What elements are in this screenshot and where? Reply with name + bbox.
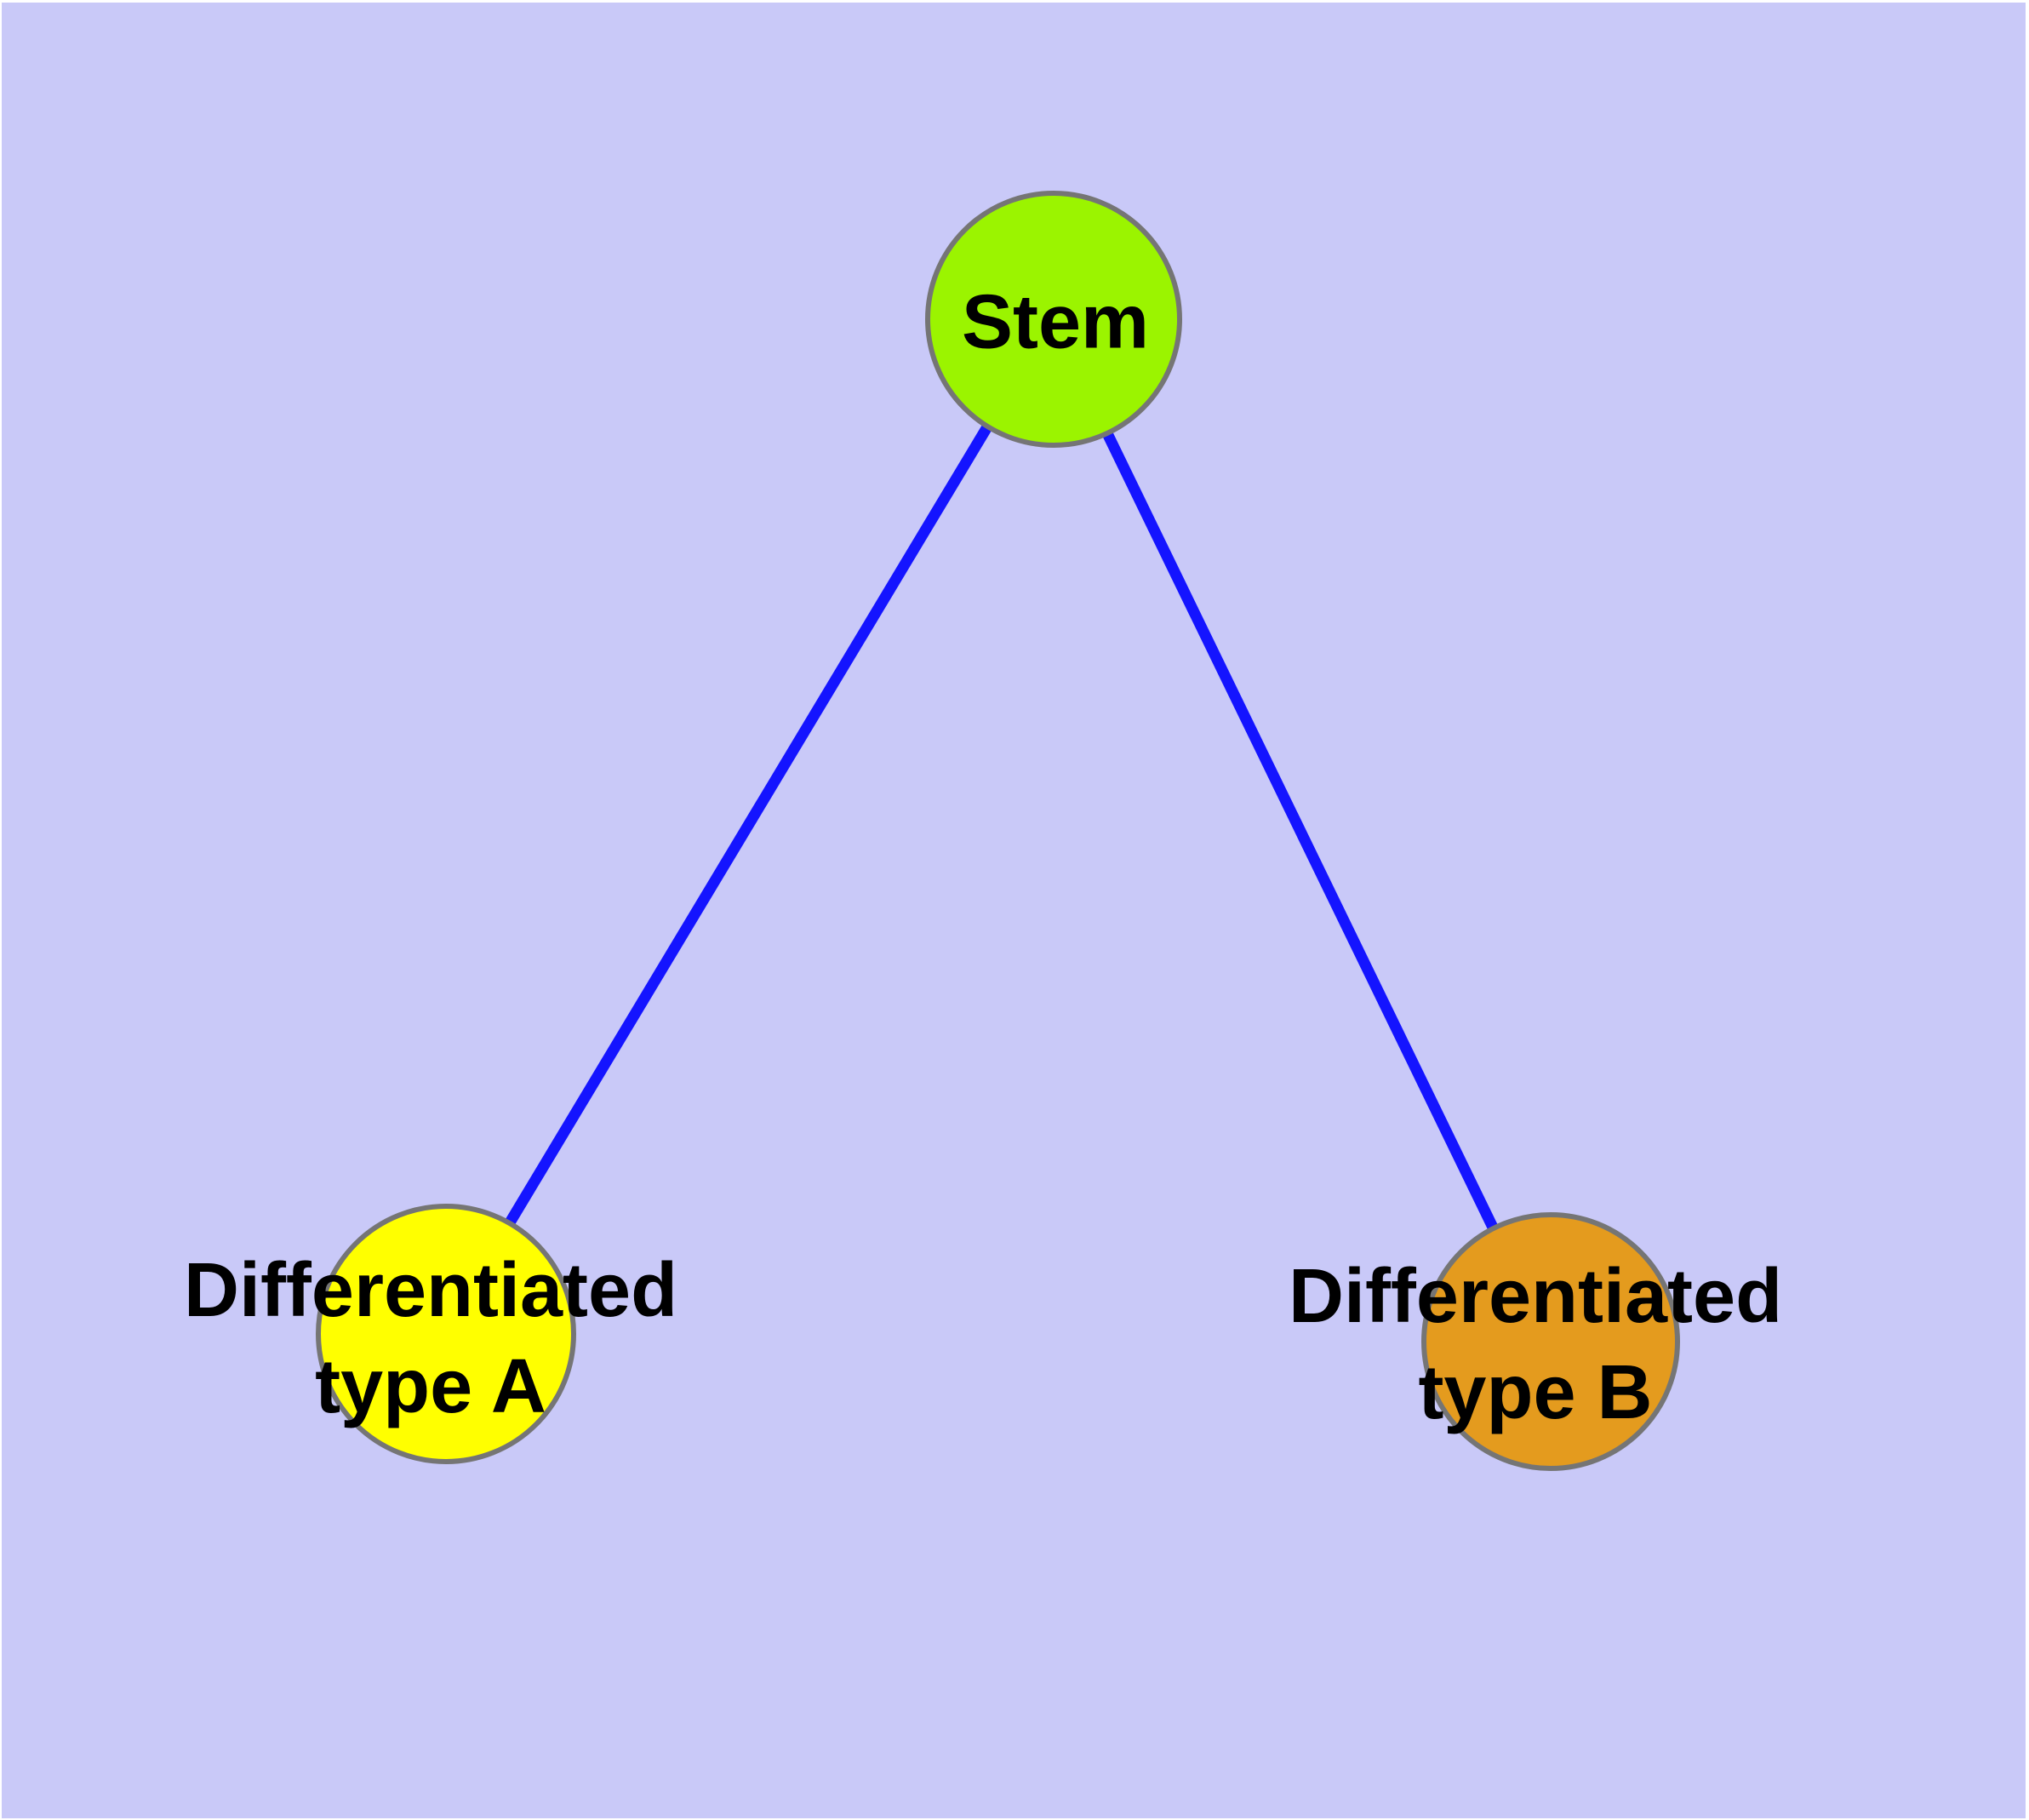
plot-canvas: Stem Differentiated type A Differentiate… (2, 3, 2026, 1818)
edge-stem-to-diff-b (1047, 317, 1552, 1342)
node-diff-a-label: Differentiated type A (184, 1243, 677, 1435)
node-diff-a-label-line-2: type A (315, 1344, 546, 1429)
node-stem-label: Stem (961, 279, 1150, 365)
node-diff-b (1421, 1212, 1680, 1471)
node-stem (925, 191, 1182, 448)
edge-stem-to-diff-a (440, 316, 1057, 1334)
node-diff-b-label-line-2: type B (1418, 1350, 1653, 1435)
node-diff-a-label-line-1: Differentiated (183, 1248, 678, 1333)
node-diff-b-label-line-1: Differentiated (1288, 1254, 1783, 1339)
node-diff-b-label: Differentiated type B (1289, 1249, 1782, 1441)
node-diff-a (316, 1204, 576, 1464)
edge-layer (440, 316, 1552, 1342)
